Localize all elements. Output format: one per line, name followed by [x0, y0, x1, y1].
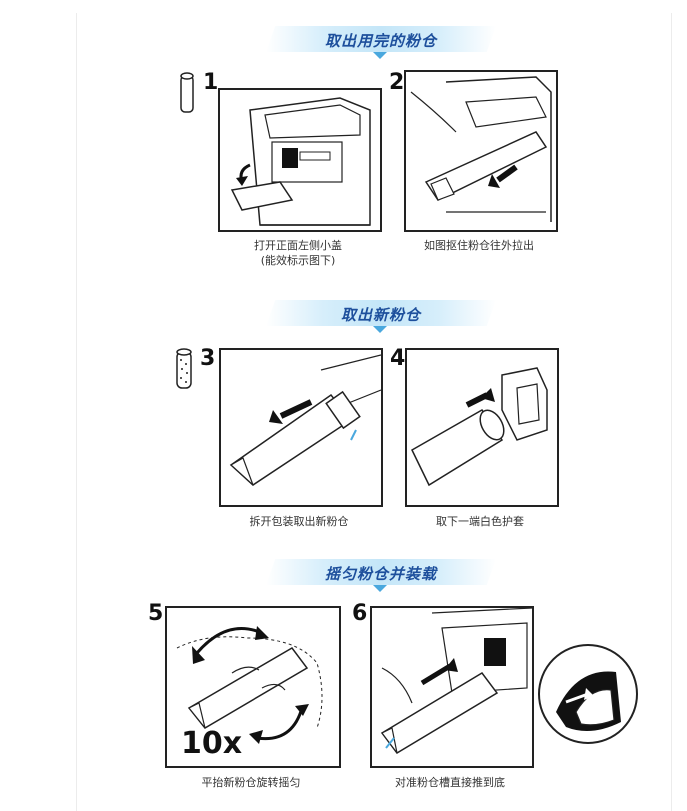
step4-illustration [405, 348, 559, 507]
step3-illustration [219, 348, 383, 507]
empty-cartridge-icon [180, 72, 194, 113]
caption-line: 对准粉仓槽直接推到底 [395, 776, 505, 789]
step2-illustration [404, 70, 558, 232]
step2-caption: 如图抠住粉仓往外拉出 [404, 238, 554, 253]
section-title: 取出新粉仓 [340, 306, 421, 324]
caption-line: 拆开包装取出新粉仓 [249, 515, 349, 528]
banner-pointer-icon [373, 52, 387, 59]
step4-caption: 取下一端白色护套 [405, 514, 555, 529]
step-number: 5 [148, 601, 164, 626]
remove-cap-drawing [411, 367, 548, 487]
step1-illustration [218, 88, 382, 232]
step6-caption: 对准粉仓槽直接推到底 [370, 775, 530, 790]
pull-cartridge-drawing [410, 76, 552, 222]
section-title: 摇匀粉仓并装载 [324, 565, 437, 583]
shake-count-label: 10x [181, 726, 243, 761]
caption-line: 取下一端白色护套 [436, 515, 524, 528]
caption-line: 如图抠住粉仓往外拉出 [424, 239, 534, 252]
zoom-detail-circle [538, 644, 638, 744]
step6-illustration [370, 606, 534, 768]
new-cartridge-icon [176, 348, 192, 389]
section-title: 取出用完的粉仓 [324, 32, 437, 50]
insert-cartridge-drawing [380, 608, 532, 754]
section-banner-shake-load: 摇匀粉仓并装载 [266, 559, 496, 592]
section-banner-remove-used: 取出用完的粉仓 [266, 26, 496, 59]
step5-caption: 平抬新粉仓旋转摇匀 [165, 775, 337, 790]
step-number: 3 [200, 346, 216, 371]
step3-caption: 拆开包装取出新粉仓 [219, 514, 379, 529]
step-number: 6 [352, 601, 368, 626]
step-number: 1 [203, 70, 219, 95]
step-number: 2 [389, 70, 405, 95]
caption-line: 平抬新粉仓旋转摇匀 [201, 776, 301, 789]
step-number: 4 [390, 346, 406, 371]
unpack-cartridge-drawing [229, 354, 381, 486]
section-banner-take-new: 取出新粉仓 [266, 300, 496, 333]
step1-caption: 打开正面左侧小盖 (能效标示图下) [218, 238, 378, 268]
caption-line: (能效标示图下) [260, 254, 336, 267]
banner-pointer-icon [373, 585, 387, 592]
copier-open-cover-drawing [230, 97, 371, 226]
shake-cartridge-drawing [176, 626, 323, 744]
caption-line: 打开正面左侧小盖 [254, 239, 342, 252]
step5-illustration: 10x [165, 606, 341, 768]
banner-pointer-icon [373, 326, 387, 333]
